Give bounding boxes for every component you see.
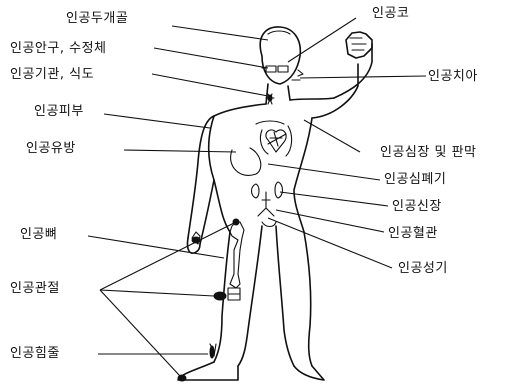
head [260, 27, 300, 84]
lung-right [286, 126, 292, 156]
label-artificial-heart-lung: 인공심폐기 [384, 172, 446, 187]
right-shoulder [290, 98, 334, 100]
leader-teeth [300, 76, 426, 78]
leader-heart-valve [304, 120, 360, 152]
skull-seam [268, 31, 290, 34]
kidney-right [275, 182, 283, 198]
label-artificial-vessel: 인공혈관 [388, 226, 438, 241]
label-artificial-teeth: 인공치아 [428, 69, 478, 84]
label-artificial-tendon: 인공힘줄 [10, 346, 60, 361]
knee-joint [228, 288, 240, 300]
nose-mark [298, 70, 303, 76]
torso-right [294, 118, 312, 232]
kidney-left [252, 184, 260, 198]
leader-joint-1 [100, 222, 236, 290]
right-foot [294, 366, 324, 380]
femur [230, 222, 244, 288]
label-artificial-joint: 인공관절 [10, 281, 60, 296]
left-shoulder [214, 104, 266, 116]
label-artificial-eye-lens: 인공안구, 수정체 [10, 41, 107, 56]
leader-joint-2 [100, 290, 214, 296]
leader-breast [124, 150, 236, 152]
leader-skull [172, 26, 268, 40]
right-leg-inner [276, 226, 294, 366]
label-artificial-breast: 인공유방 [26, 141, 76, 156]
torso-left [209, 116, 230, 232]
label-artificial-skin: 인공피부 [34, 104, 84, 119]
label-artificial-kidney: 인공신장 [392, 199, 442, 214]
left-foot [178, 362, 238, 380]
vessels [258, 192, 274, 216]
genital [262, 222, 276, 227]
leader-genital [268, 218, 392, 268]
right-fist [346, 32, 372, 58]
trachea-solid [268, 95, 272, 101]
label-artificial-bone: 인공뼈 [20, 227, 57, 242]
leader-eye [154, 48, 268, 68]
right-arm-outer [334, 44, 372, 98]
leader-heart-lung [268, 164, 380, 180]
left-leg-inner [238, 226, 262, 366]
leader-skin [104, 114, 210, 128]
chest-line [256, 121, 284, 124]
leader-bone [88, 236, 224, 258]
right-leg-outer [304, 232, 312, 366]
body-outline [178, 27, 372, 380]
label-artificial-nose: 인공코 [372, 6, 409, 21]
eye-glasses [262, 66, 288, 72]
leader-trachea [152, 74, 268, 96]
label-artificial-trachea-esophagus: 인공기관, 식도 [10, 67, 94, 82]
leader-vessel [276, 210, 384, 232]
lung-left [260, 130, 268, 154]
ankle-mark [210, 346, 214, 358]
leader-joint-3 [100, 290, 180, 376]
right-arm-inner [312, 64, 358, 118]
solid-marks [178, 95, 272, 381]
knee-joint-mark [214, 292, 226, 300]
label-artificial-skull: 인공두개골 [66, 11, 128, 26]
label-artificial-heart-valve: 인공심장 및 판막 [380, 145, 477, 160]
fist-fingers [350, 38, 366, 50]
label-artificial-genital: 인공성기 [398, 261, 448, 276]
